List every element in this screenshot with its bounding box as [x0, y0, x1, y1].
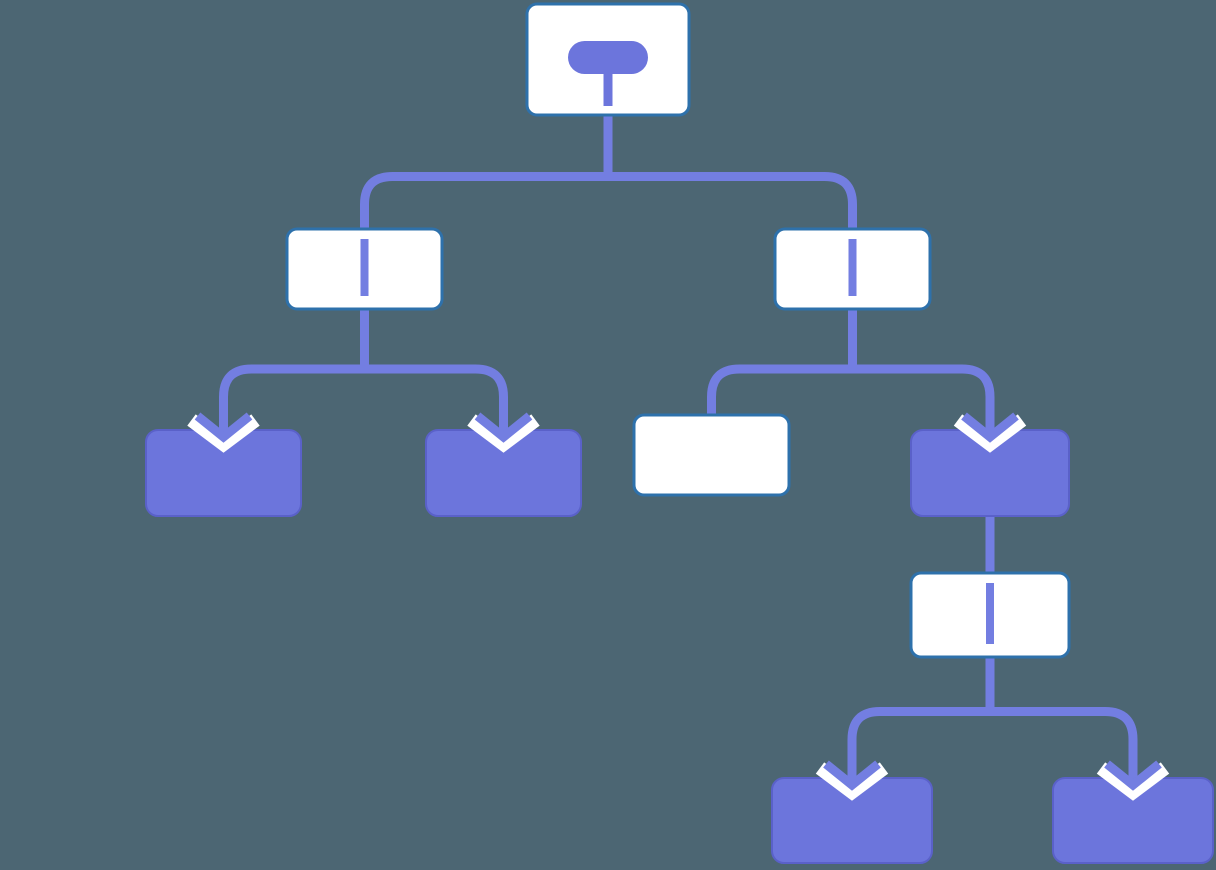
arrow-chevrons-down-icon [815, 752, 889, 801]
connector-root-branch-left [360, 115, 613, 231]
chevron-purple [961, 412, 1019, 443]
chevron-purple [194, 412, 253, 443]
node-mid-pass[interactable] [909, 571, 1071, 659]
chevron-white [953, 414, 1027, 453]
node-box[interactable] [632, 413, 791, 497]
passthrough-line-icon [848, 239, 857, 296]
passthrough-line-icon [986, 583, 994, 644]
arrow-chevrons-down-icon [1096, 752, 1170, 801]
chevron-white [1096, 762, 1170, 801]
connector-root-branch-right [603, 115, 857, 231]
chevron-white [815, 762, 889, 801]
connector-branch-left-leaf-1 [219, 309, 369, 428]
connector-branch-left-leaf-2 [360, 309, 508, 428]
node-child-white[interactable] [632, 413, 791, 497]
arrow-chevrons-down-icon [187, 404, 260, 453]
passthrough-line-icon [360, 239, 369, 296]
root-pill-icon [568, 41, 648, 74]
connector-layer [219, 115, 1138, 776]
arrow-chevrons-down-icon [953, 404, 1027, 453]
chevron-purple [474, 412, 533, 443]
arrow-layer [187, 404, 1170, 801]
node-layer [145, 2, 1214, 864]
connector-mid-pass-leaf-4 [985, 657, 1138, 776]
node-branch-right[interactable] [773, 227, 932, 311]
connector-branch-right-child-purple [848, 309, 995, 428]
node-branch-left[interactable] [285, 227, 444, 311]
root-stem-icon [603, 70, 613, 106]
connector-branch-right-child-white [707, 309, 857, 417]
chevron-purple [823, 760, 881, 791]
arrow-chevrons-down-icon [467, 404, 540, 453]
node-root[interactable] [525, 2, 691, 117]
connector-mid-pass-leaf-3 [847, 657, 995, 776]
chevron-white [187, 414, 260, 453]
chevron-white [467, 414, 540, 453]
chevron-purple [1104, 760, 1162, 791]
